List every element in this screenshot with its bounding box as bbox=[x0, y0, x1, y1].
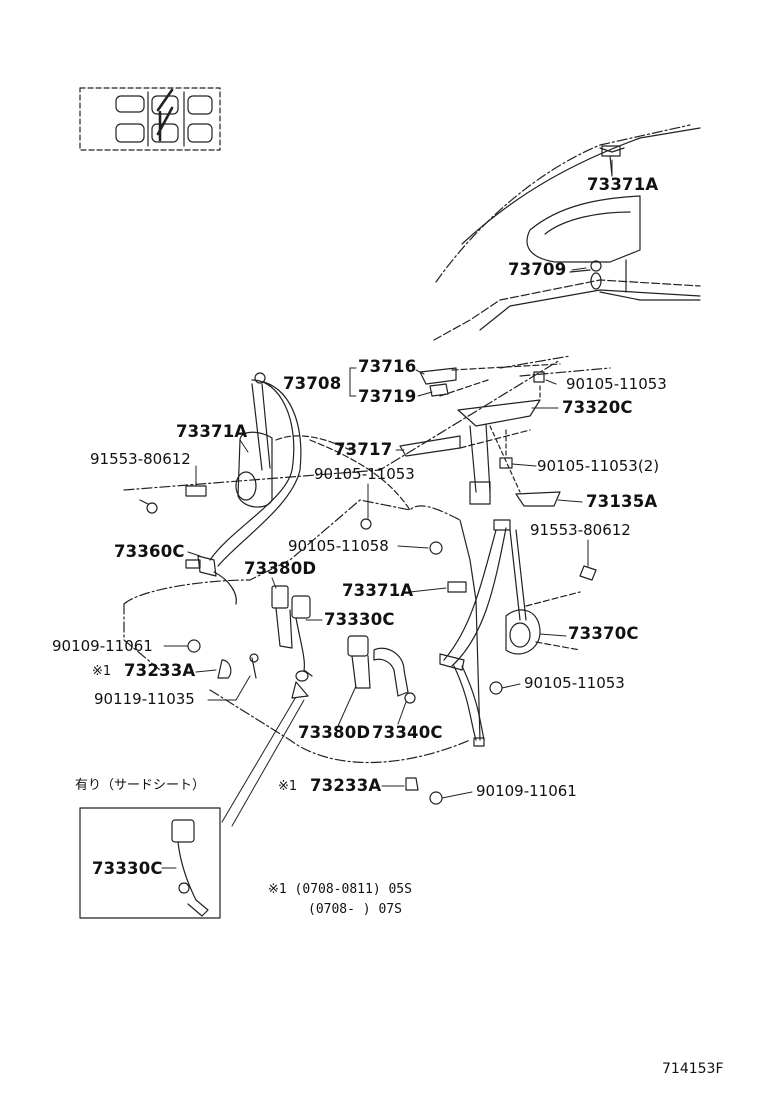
part-label-90105-11053-a: 90105-11053 bbox=[566, 375, 667, 393]
part-label-91553-80612-b: 91553-80612 bbox=[530, 521, 631, 539]
right-seat-belt-assembly bbox=[440, 400, 580, 746]
figure-id: 714153F bbox=[662, 1061, 724, 1077]
inset-third-seat bbox=[80, 682, 308, 918]
part-label-73340C: 73340C bbox=[372, 723, 443, 742]
part-label-90109-11061-a: 90109-11061 bbox=[52, 637, 153, 655]
note-line-1: ※1 (0708-0811) 05S bbox=[268, 882, 412, 897]
part-label-90105-11053-c: 90105-11053 bbox=[524, 674, 625, 692]
part-label-90105-11058: 90105-11058 bbox=[288, 537, 389, 555]
part-label-90119-11035: 90119-11035 bbox=[94, 690, 195, 708]
part-label-91553-80612-a: 91553-80612 bbox=[90, 450, 191, 468]
center-buckles bbox=[272, 586, 415, 703]
part-label-73708: 73708 bbox=[283, 374, 342, 393]
seat-location-thumbnail bbox=[80, 88, 220, 150]
part-label-73320C: 73320C bbox=[562, 398, 633, 417]
part-label-73380D-a: 73380D bbox=[244, 559, 317, 578]
part-label-73371A-top: 73371A bbox=[587, 175, 659, 194]
part-label-73709: 73709 bbox=[508, 260, 567, 279]
reference-mark-b: ※1 bbox=[278, 779, 298, 794]
part-label-73135A: 73135A bbox=[586, 492, 658, 511]
part-label-73233A-a: 73233A bbox=[124, 661, 196, 680]
part-label-73371A-mid: 73371A bbox=[342, 581, 414, 600]
part-label-73330C-b: 73330C bbox=[92, 859, 163, 878]
part-label-73330C-a: 73330C bbox=[324, 610, 395, 629]
floor-outline-left bbox=[124, 360, 560, 763]
leader-lines bbox=[162, 160, 612, 868]
left-seat-belt-assembly bbox=[186, 373, 350, 604]
inset-caption: 有り（サードシート） bbox=[75, 778, 206, 793]
vehicle-guide-lines bbox=[500, 356, 610, 376]
part-label-73360C: 73360C bbox=[114, 542, 185, 561]
part-label-90105-11053-2: 90105-11053(2) bbox=[537, 457, 660, 475]
part-label-73719: 73719 bbox=[358, 387, 417, 406]
vehicle-body-outline bbox=[434, 125, 700, 340]
part-label-73233A-b: 73233A bbox=[310, 776, 382, 795]
part-label-73371A-left: 73371A bbox=[176, 422, 248, 441]
part-label-73717: 73717 bbox=[334, 440, 393, 459]
reference-mark-a: ※1 bbox=[92, 664, 112, 679]
anchor-73709-part bbox=[570, 261, 601, 289]
part-label-73370C: 73370C bbox=[568, 624, 639, 643]
part-label-90105-11053-b: 90105-11053 bbox=[314, 465, 415, 483]
part-label-73380D-b: 73380D bbox=[298, 723, 371, 742]
part-label-73716: 73716 bbox=[358, 357, 417, 376]
note-line-2: (0708- ) 07S bbox=[308, 902, 402, 917]
part-label-90109-11061-b: 90109-11061 bbox=[476, 782, 577, 800]
